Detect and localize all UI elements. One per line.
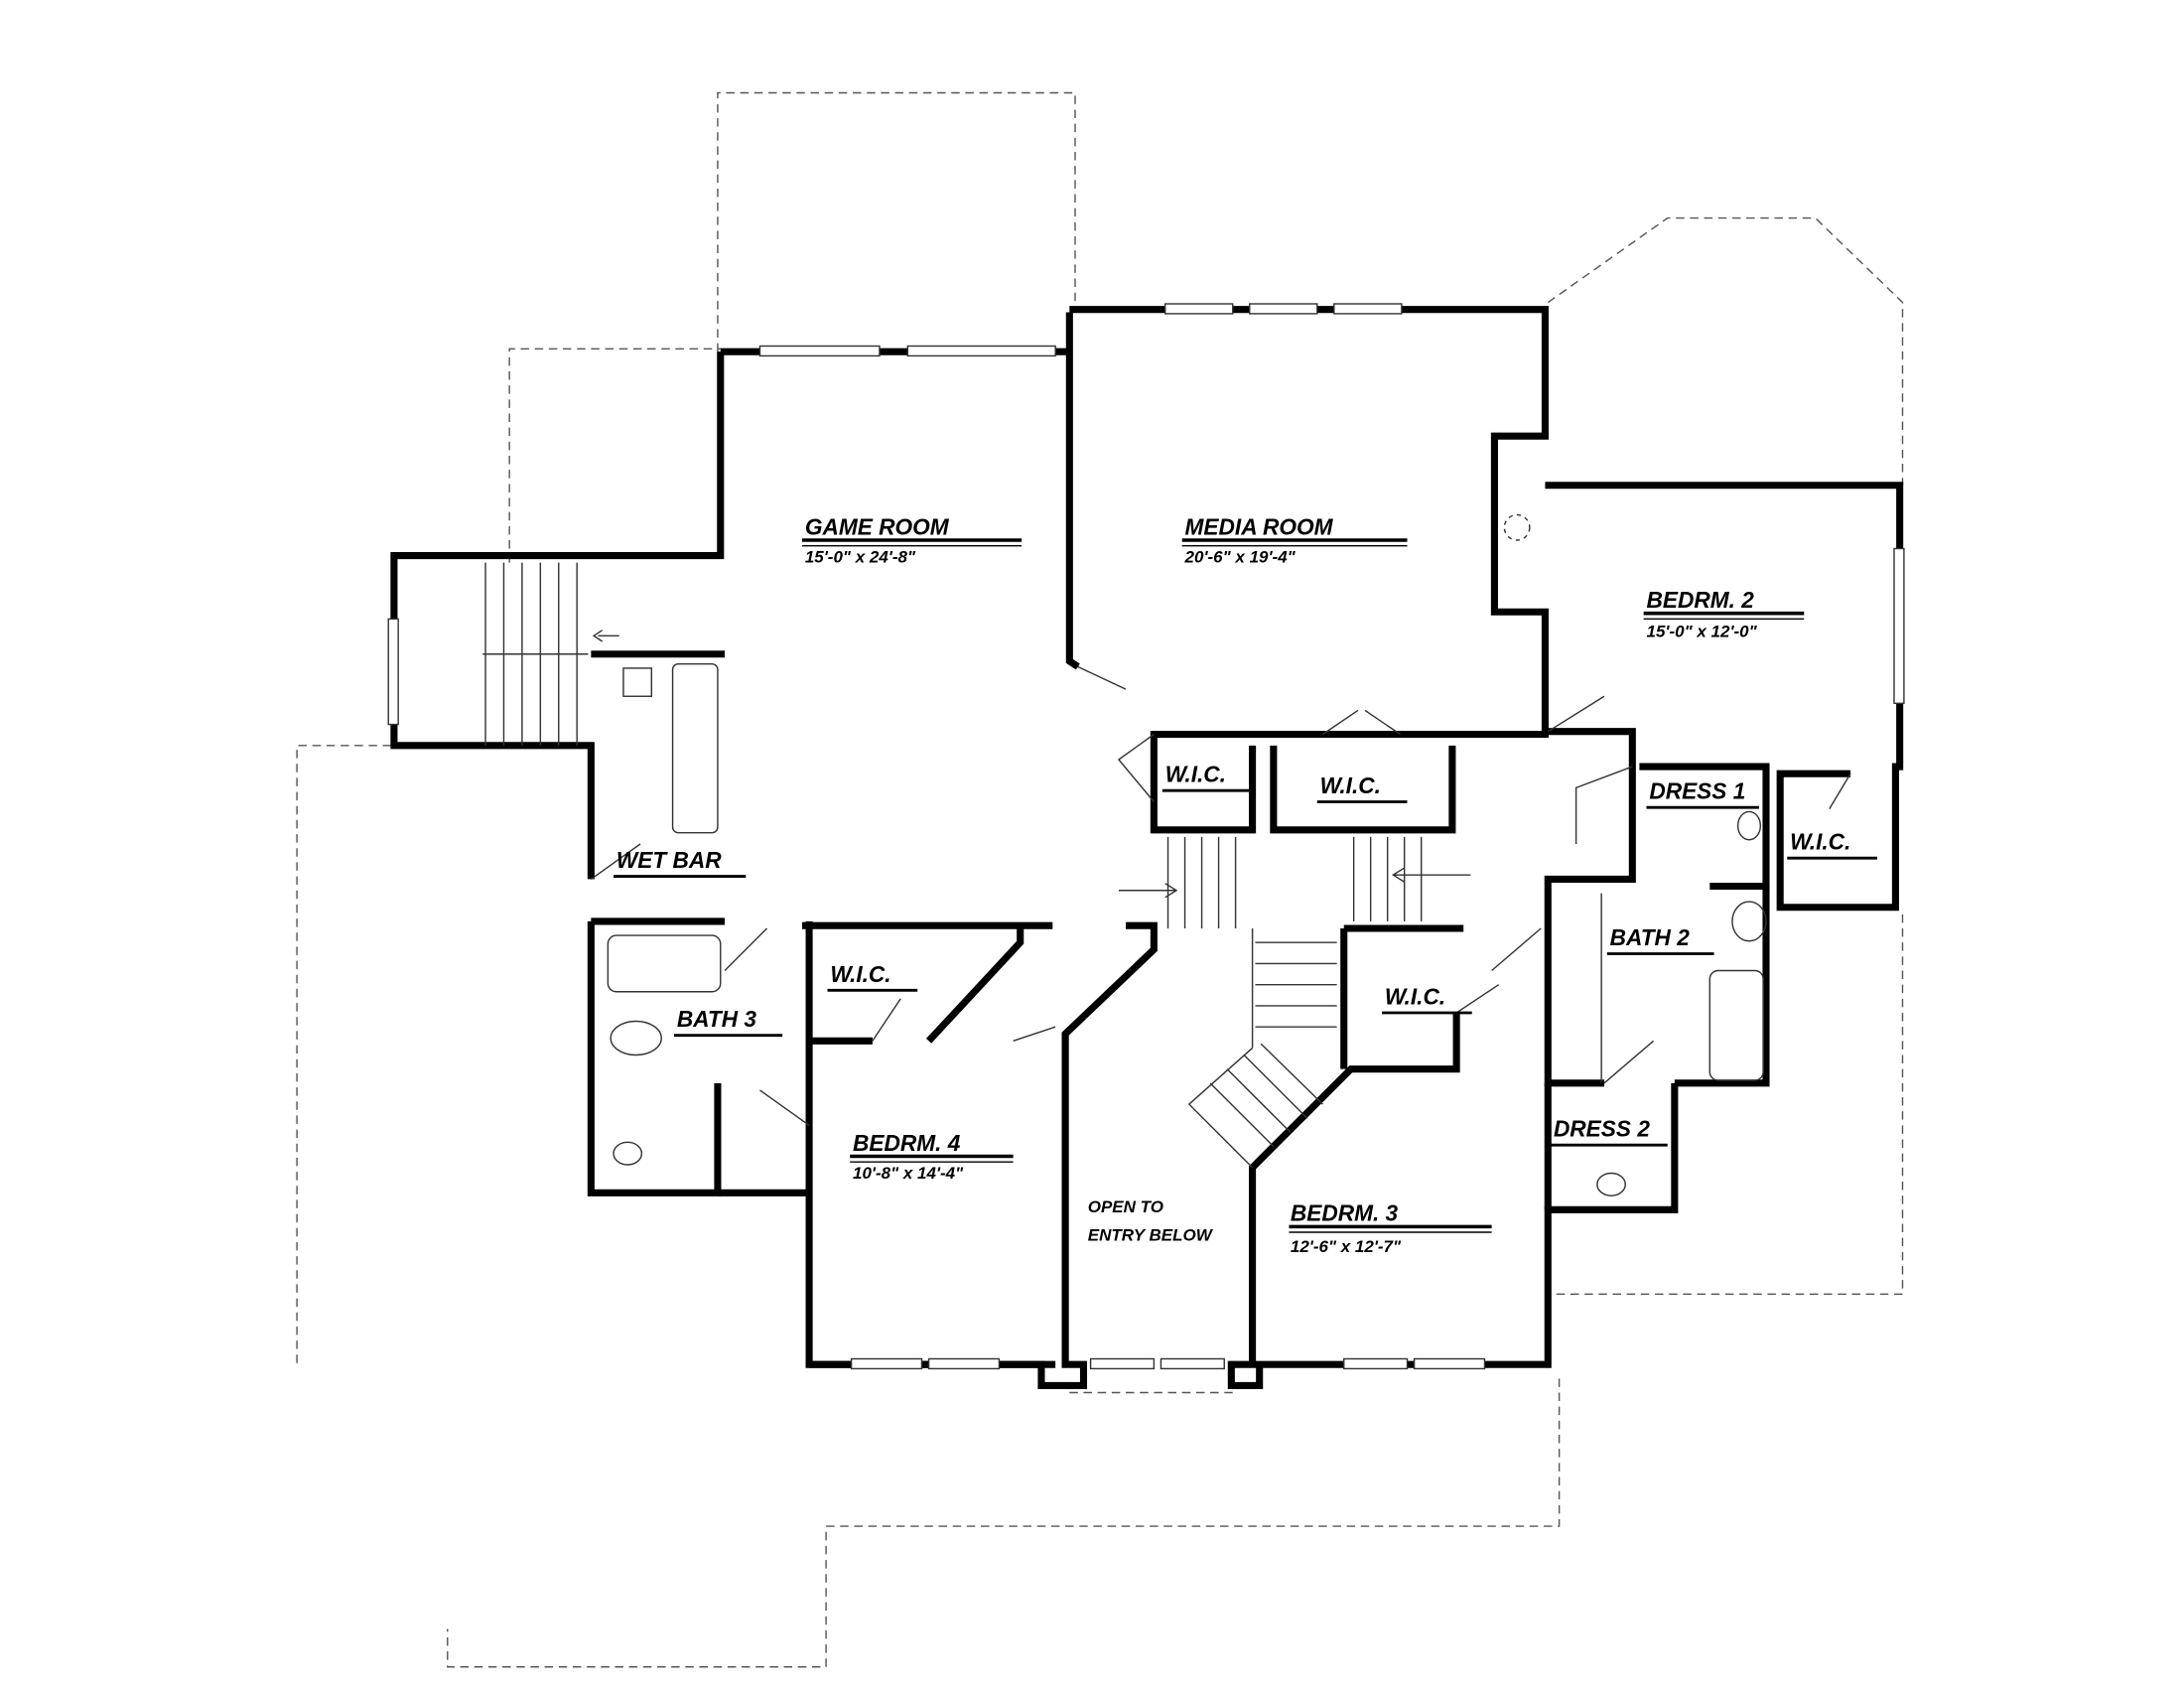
bath2-label: BATH 2 [1610,924,1691,950]
wic-label: W.I.C. [1320,773,1381,798]
dress1-label: DRESS 1 [1649,778,1745,804]
media-room-label: MEDIA ROOM [1185,513,1334,539]
room-labels: GAME ROOM 15'-0" x 24'-8" MEDIA ROOM 20'… [614,513,1877,1256]
game-room-label: GAME ROOM [805,513,950,539]
media-room-size: 20'-6" x 19'-4" [1184,548,1297,567]
walls [390,306,1904,1389]
wic-label: W.I.C. [1385,984,1445,1010]
windows [387,303,1905,1370]
dress2-label: DRESS 2 [1554,1116,1650,1142]
game-room-size: 15'-0" x 24'-8" [805,548,916,567]
fixtures [590,513,1851,1196]
wic-label: W.I.C. [830,961,890,987]
wic-label: W.I.C. [1165,762,1226,787]
open-to-label: OPEN TO [1088,1197,1163,1216]
bedrm3-size: 12'-6" x 12'-7" [1291,1237,1402,1256]
bath3-label: BATH 3 [677,1006,757,1032]
stairs [482,562,1471,1169]
entry-below-label: ENTRY BELOW [1088,1226,1214,1245]
lower-floor-outline [296,91,1904,1668]
bedrm2-label: BEDRM. 2 [1647,587,1755,613]
bedrm2-size: 15'-0" x 12'-0" [1647,623,1758,641]
wic-label: W.I.C. [1790,829,1850,855]
bedrm3-label: BEDRM. 3 [1291,1200,1399,1226]
bedrm4-label: BEDRM. 4 [853,1130,961,1156]
wet-bar-label: WET BAR [616,847,722,873]
bedrm4-size: 10'-8" x 14'-4" [853,1164,964,1183]
